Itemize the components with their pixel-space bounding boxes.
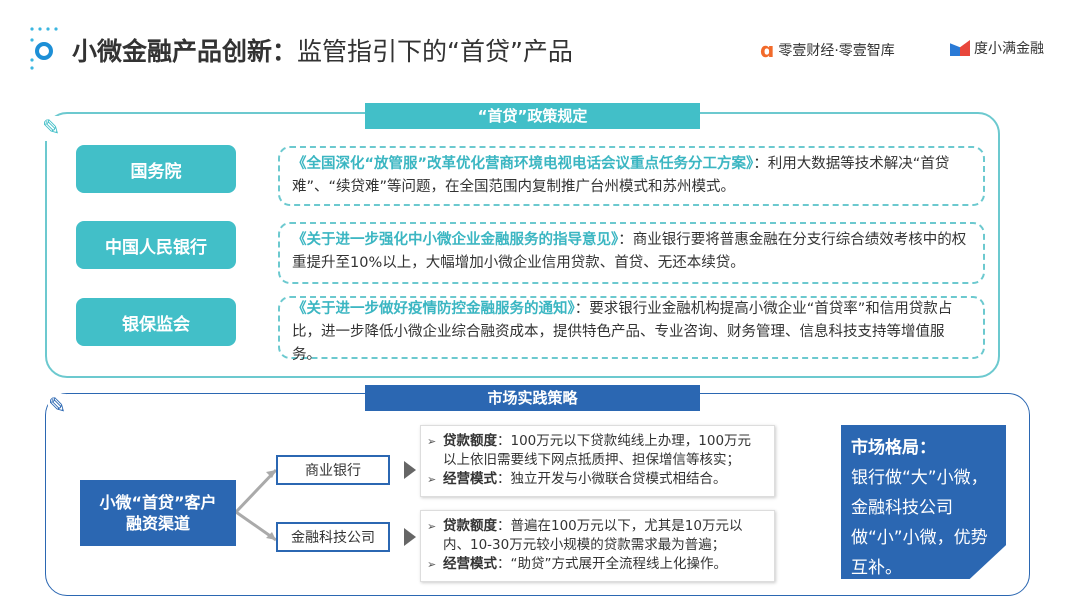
detail-bank: 贷款额度：100万元以下贷款纯线上办理，100万元以上依旧需要线下网点抵质押、担… — [420, 425, 775, 497]
market-label: 市场实践策略 — [365, 385, 700, 411]
node-commercial-bank: 商业银行 — [276, 455, 390, 485]
pattern-text: 银行做“大”小微，金融科技公司做“小”小微，优势互补。 — [851, 468, 988, 578]
detail-fintech: 贷款额度：普遍在100万元以下，尤其是10万元以内、10-30万元较小规模的贷款… — [420, 510, 775, 582]
market-pattern-box: 市场格局： 银行做“大”小微，金融科技公司做“小”小微，优势互补。 — [841, 425, 1006, 579]
pin-icon: ✎ — [42, 116, 61, 141]
policy-text: 《关于进一步做好疫情防控金融服务的通知》：要求银行业金融机构提高小微企业“首贷率… — [278, 296, 985, 363]
arrow-right-icon — [404, 528, 416, 546]
pattern-title: 市场格局： — [851, 438, 936, 458]
policy-text: 《全国深化“放管服”改革优化营商环境电视电话会议重点任务分工方案》：利用大数据等… — [278, 146, 985, 206]
duxiaoman-logo-icon — [950, 40, 970, 56]
arrow-right-icon — [404, 461, 416, 479]
connector-arrows — [236, 468, 278, 542]
policy-text: 《关于进一步强化中小微企业金融服务的指导意见》：商业银行要将普惠金融在分支行综合… — [278, 222, 985, 284]
org-pboc: 中国人民银行 — [76, 221, 236, 269]
org-cbirc: 银保监会 — [76, 298, 236, 346]
channel-box: 小微“首贷”客户融资渠道 — [80, 480, 236, 546]
policy-label: “首贷”政策规定 — [365, 103, 700, 129]
brand-duxiaoman: 度小满金融 — [950, 38, 1044, 58]
node-fintech: 金融科技公司 — [276, 522, 390, 552]
org-state-council: 国务院 — [76, 145, 236, 193]
title-dots-icon — [28, 26, 68, 70]
page-title: 小微金融产品创新：监管指引下的“首贷”产品 — [72, 37, 573, 66]
01caijing-logo-icon: ɑ — [760, 38, 775, 62]
pin-icon: ✎ — [48, 394, 67, 419]
